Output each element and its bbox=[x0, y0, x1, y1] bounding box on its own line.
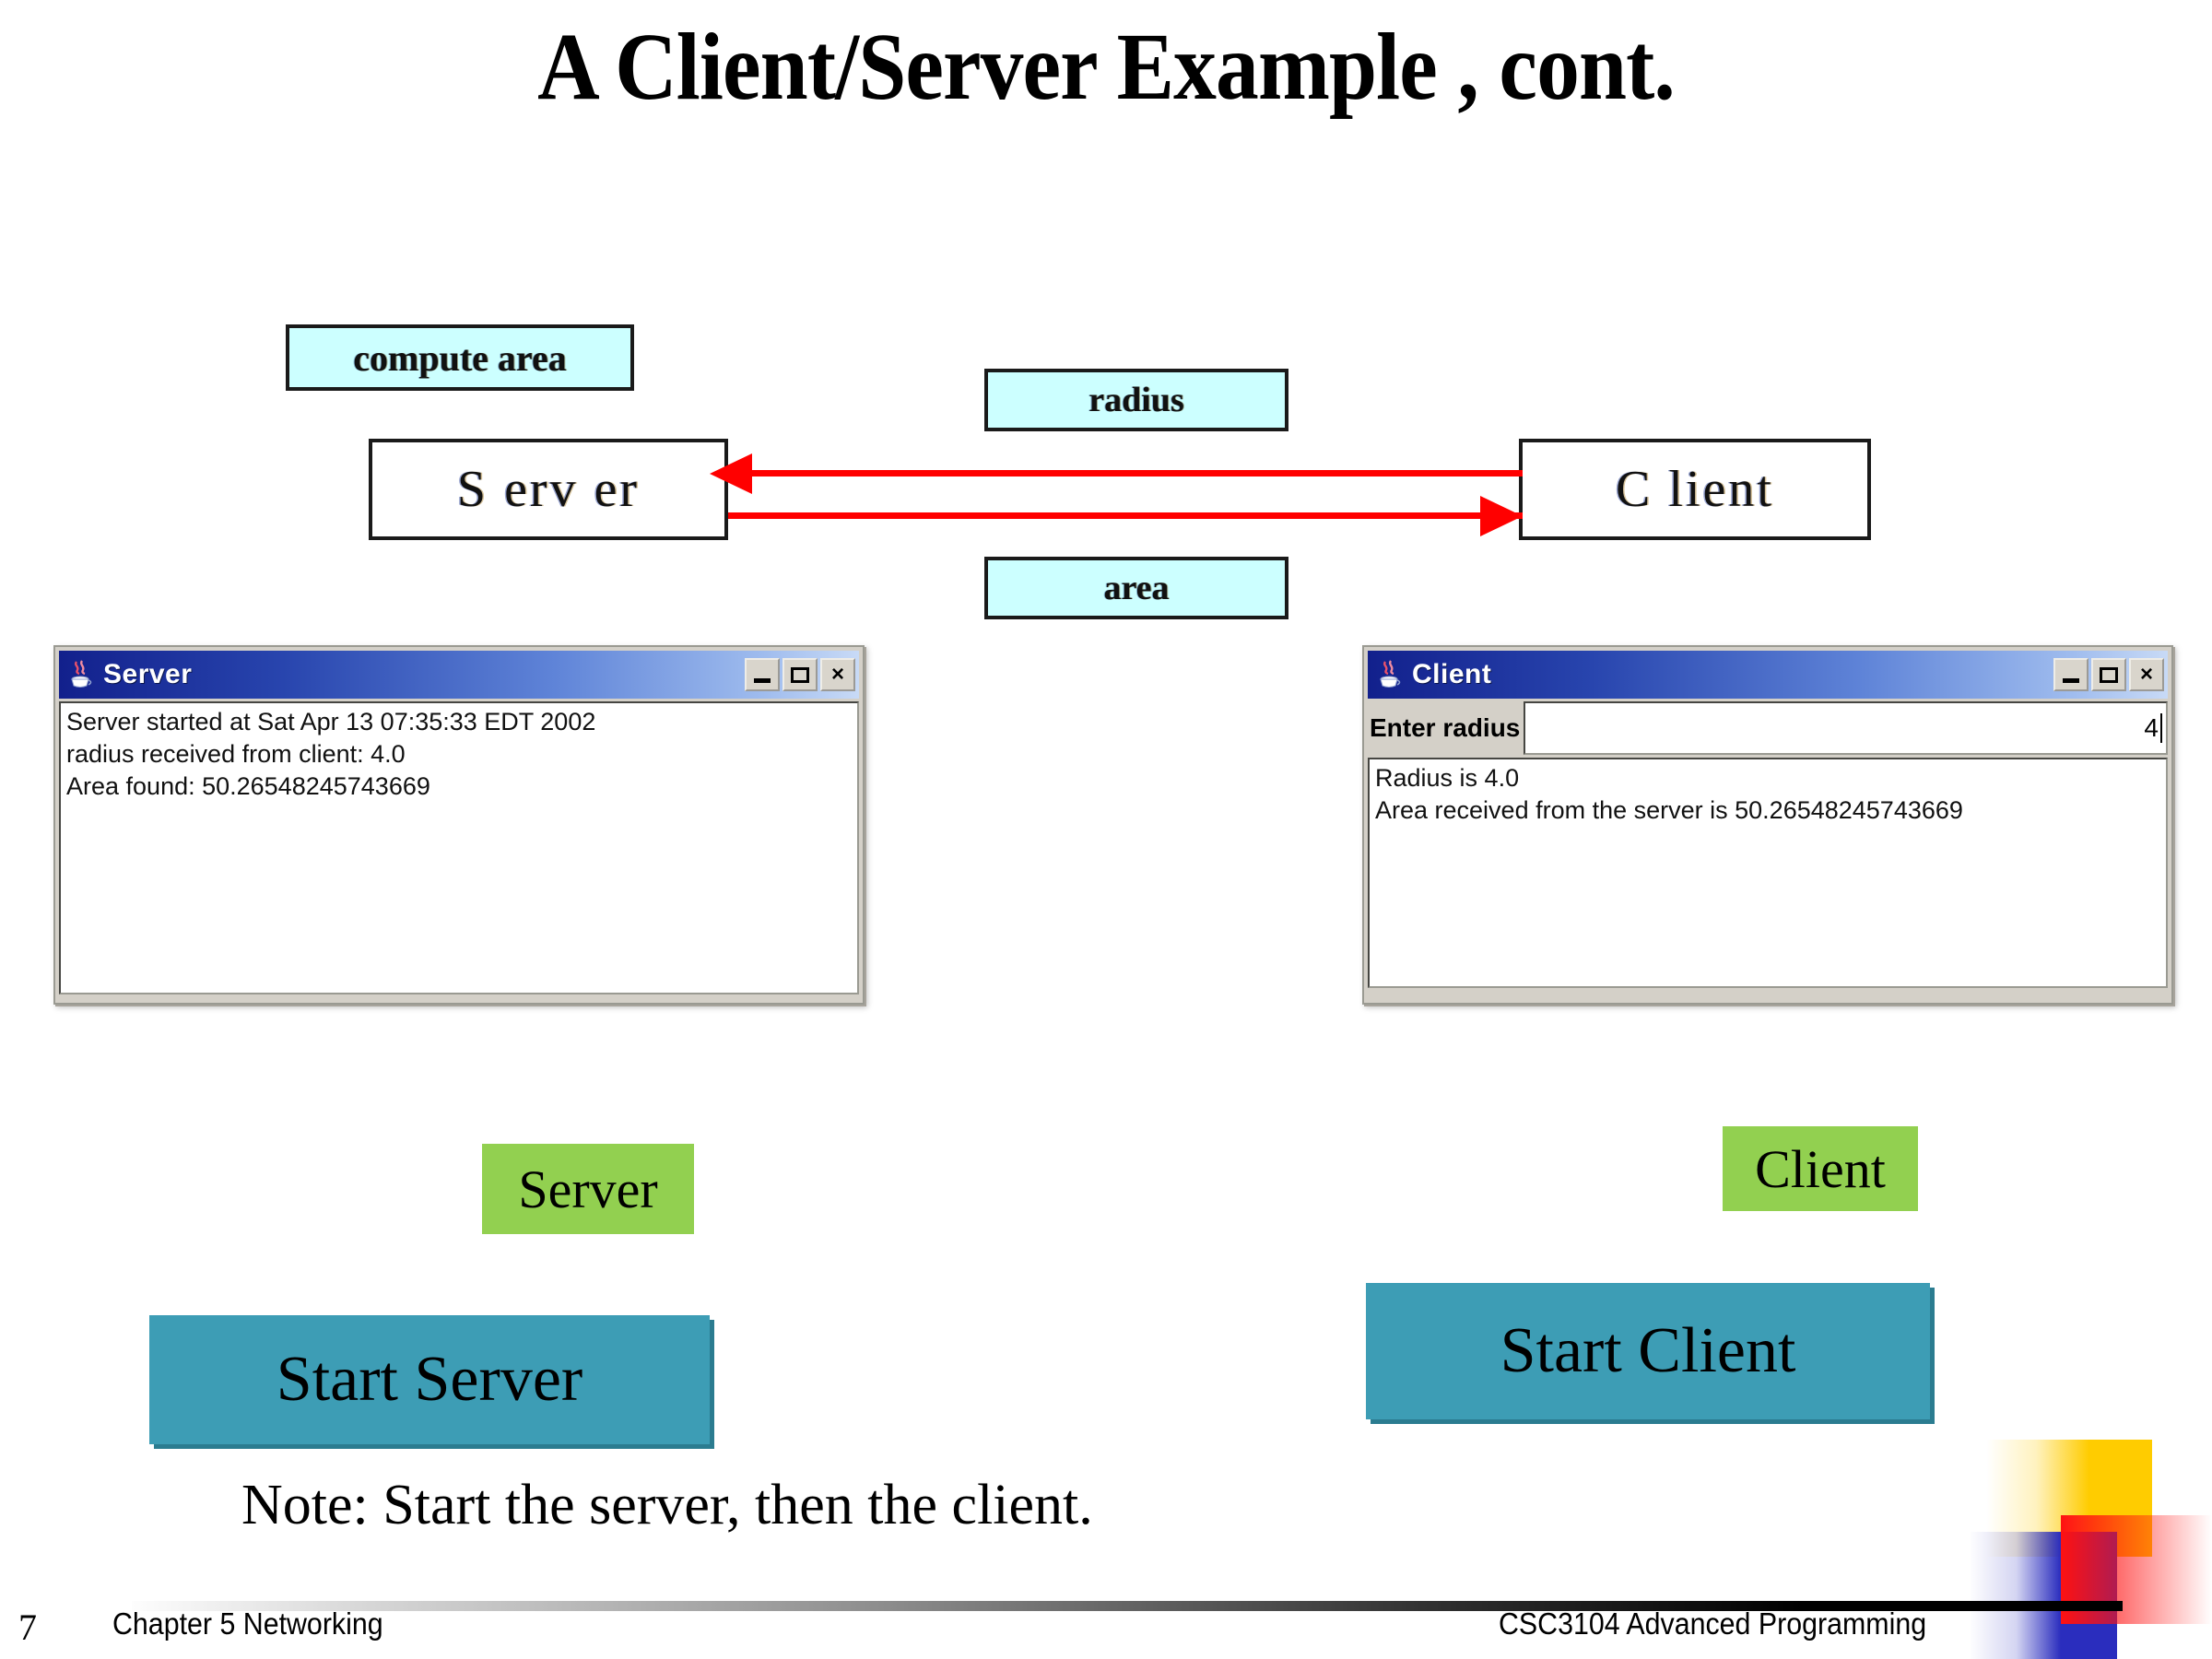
client-window-titlebar[interactable]: Client × bbox=[1368, 651, 2168, 699]
server-window-controls[interactable]: × bbox=[745, 658, 855, 691]
enter-radius-input[interactable]: 4 bbox=[1524, 701, 2168, 755]
java-coffee-cup-icon bbox=[1375, 659, 1403, 690]
footer-course-text: CSC3104 Advanced Programming bbox=[1499, 1606, 1927, 1641]
server-log-textarea[interactable]: Server started at Sat Apr 13 07:35:33 ED… bbox=[59, 701, 859, 994]
note-text: Note: Start the server, then the client. bbox=[241, 1474, 1093, 1536]
diagram-node-client: C lient bbox=[1519, 439, 1871, 540]
server-log-line: radius received from client: 4.0 bbox=[66, 740, 406, 769]
diagram-arrow-radius-line bbox=[728, 470, 1523, 477]
server-window-title: Server bbox=[103, 659, 193, 689]
server-log-line: Area found: 50.26548245743669 bbox=[66, 772, 430, 801]
arrow-right-icon bbox=[1480, 496, 1523, 536]
start-client-button[interactable]: Start Client bbox=[1366, 1283, 1930, 1419]
client-window-controls[interactable]: × bbox=[2053, 658, 2164, 691]
server-window-titlebar[interactable]: Server × bbox=[59, 651, 859, 699]
diagram-label-compute-area: compute area bbox=[286, 324, 634, 391]
enter-radius-label: Enter radius bbox=[1370, 713, 1521, 742]
page-title: A Client/Server Example , cont. bbox=[537, 14, 1676, 120]
tag-server: Server bbox=[482, 1144, 694, 1234]
diagram-label-area: area bbox=[984, 557, 1288, 619]
start-server-button[interactable]: Start Server bbox=[149, 1315, 710, 1444]
close-icon[interactable]: × bbox=[820, 658, 855, 691]
page-number: 7 bbox=[18, 1606, 37, 1648]
client-window[interactable]: Client × Enter radius 4 Radius is 4.0 Ar… bbox=[1362, 645, 2173, 1005]
client-server-diagram: compute area radius area S erv er C lien… bbox=[0, 0, 2212, 664]
client-window-title: Client bbox=[1412, 659, 1492, 689]
close-icon[interactable]: × bbox=[2129, 658, 2164, 691]
minimize-icon[interactable] bbox=[745, 658, 780, 691]
server-log-line: Server started at Sat Apr 13 07:35:33 ED… bbox=[66, 708, 596, 735]
diagram-arrow-area-line bbox=[728, 512, 1523, 519]
diagram-node-server: S erv er bbox=[369, 439, 728, 540]
enter-radius-row: Enter radius 4 bbox=[1368, 701, 2168, 755]
diagram-label-radius: radius bbox=[984, 369, 1288, 431]
server-window[interactable]: Server × Server started at Sat Apr 13 07… bbox=[53, 645, 865, 1005]
client-log-textarea[interactable]: Radius is 4.0 Area received from the ser… bbox=[1368, 758, 2168, 988]
java-coffee-cup-icon bbox=[66, 659, 94, 690]
tag-client: Client bbox=[1723, 1126, 1918, 1211]
maximize-icon[interactable] bbox=[2091, 658, 2126, 691]
arrow-left-icon bbox=[710, 453, 752, 494]
enter-radius-value: 4 bbox=[2144, 713, 2159, 742]
minimize-icon[interactable] bbox=[2053, 658, 2088, 691]
maximize-icon[interactable] bbox=[782, 658, 818, 691]
client-log-line: Radius is 4.0 bbox=[1375, 764, 1520, 792]
text-caret bbox=[2160, 713, 2162, 743]
client-log-line: Area received from the server is 50.2654… bbox=[1375, 796, 1963, 825]
footer-chapter-text: Chapter 5 Networking bbox=[112, 1606, 383, 1641]
footer-divider bbox=[132, 1601, 2123, 1611]
